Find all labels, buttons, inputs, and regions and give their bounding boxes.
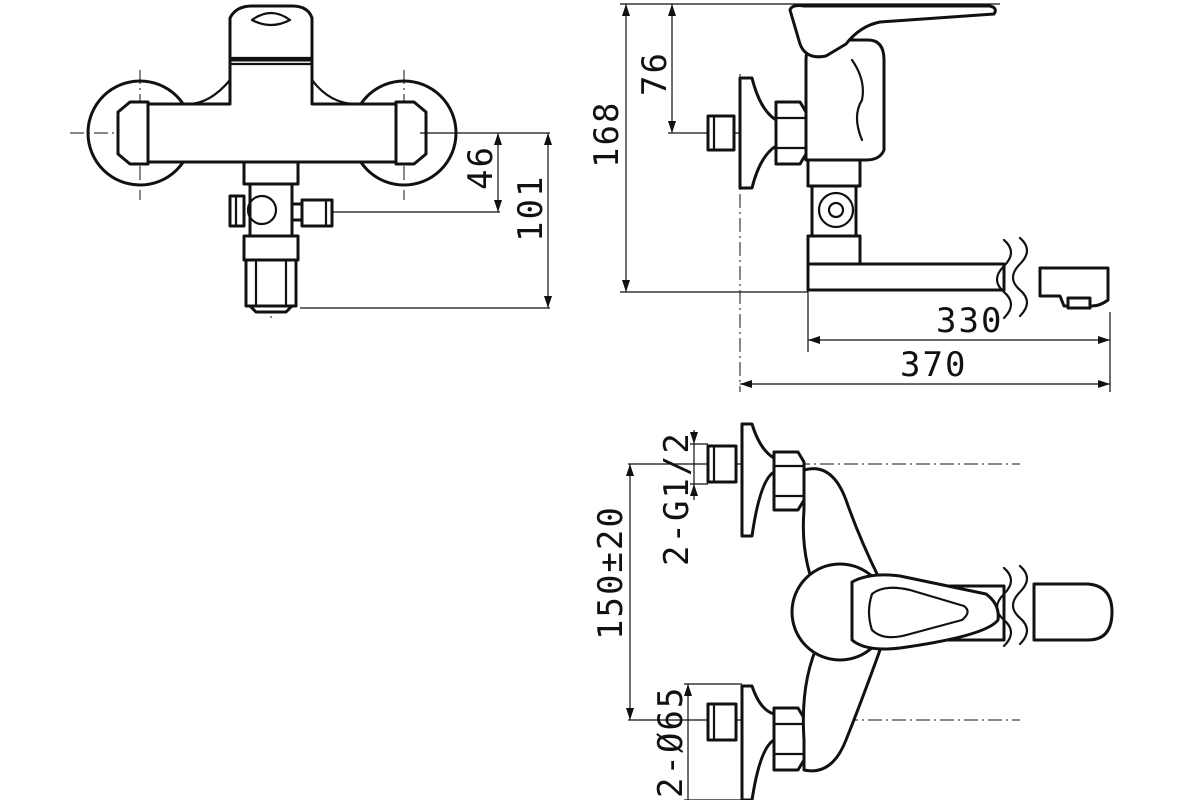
dim-150: 150±20 (591, 505, 631, 640)
top-view (626, 422, 1114, 800)
dim-46: 46 (461, 145, 501, 190)
spout-outlet (1038, 266, 1110, 308)
lever-handle (228, 4, 314, 62)
dim-101: 101 (511, 175, 551, 242)
dim-65: 2-Ø65 (651, 686, 691, 798)
side-wall-flange (738, 76, 778, 190)
dim-370: 370 (900, 345, 967, 385)
right-hex-nut (394, 100, 428, 166)
side-view (620, 3, 1111, 392)
dim-168: 168 (587, 101, 627, 168)
top-lever-handle (850, 573, 1000, 651)
side-hex-nut (774, 100, 808, 166)
dim-76: 76 (635, 51, 675, 96)
top-lower-arm (801, 632, 882, 773)
front-view (70, 4, 552, 318)
side-spout (806, 262, 1006, 292)
mixer-body (146, 58, 398, 164)
dim-330: 330 (936, 301, 1003, 341)
side-lever-handle (788, 4, 997, 59)
left-hex-nut (116, 100, 150, 166)
dim-g12: 2-G1/2 (657, 431, 697, 566)
